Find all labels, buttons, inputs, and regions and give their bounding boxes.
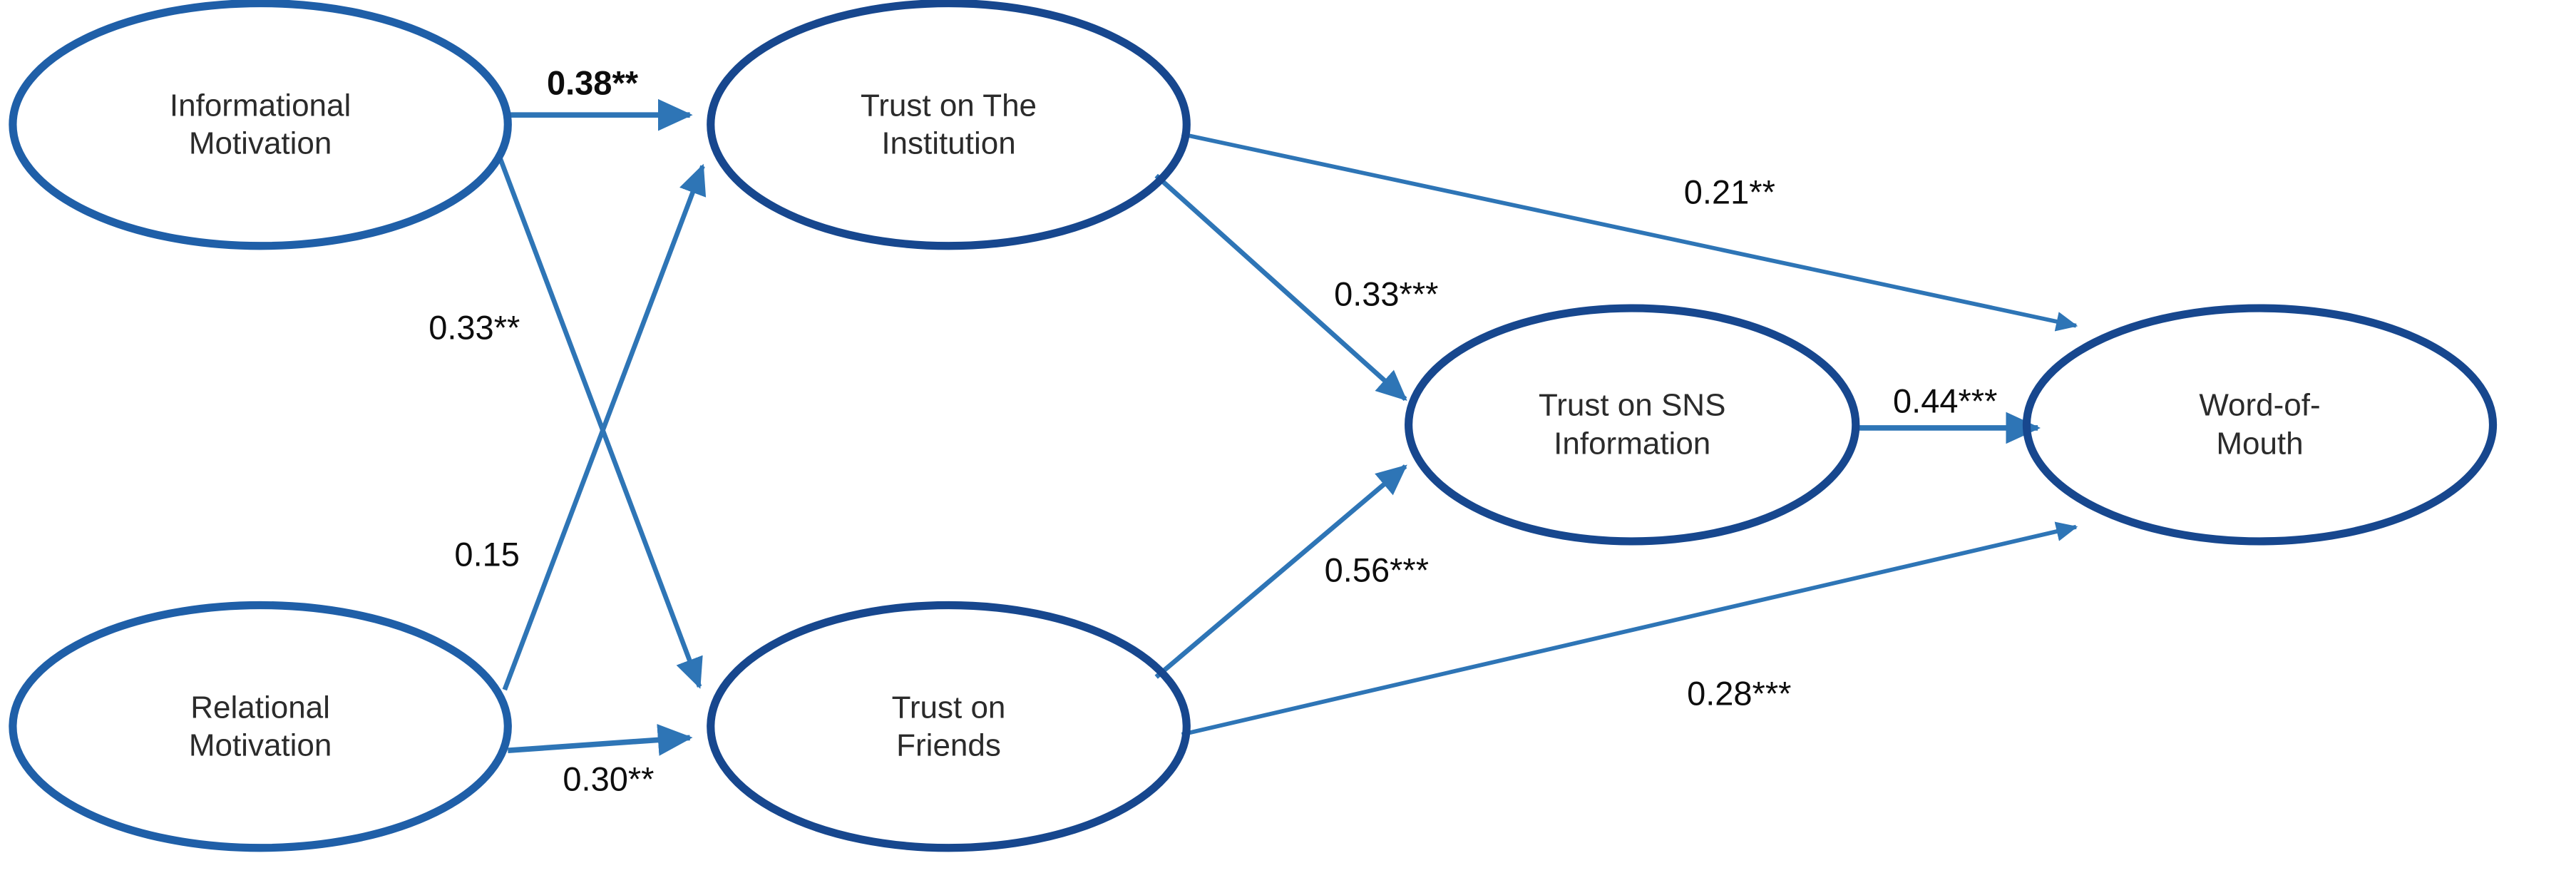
node-trust-on-the-institution[interactable] <box>707 0 1191 250</box>
node-relational-motivation[interactable] <box>9 601 512 852</box>
edges-layer <box>496 98 2078 756</box>
edge-friends-to-sns <box>1154 464 1407 679</box>
edge-institution-to-wom <box>1181 132 2078 332</box>
edge-im-to-friends <box>496 152 703 689</box>
edge-friends-to-wom <box>1181 521 2078 737</box>
edge-rm-to-friends <box>508 724 693 756</box>
node-word-of-mouth[interactable] <box>2022 304 2498 546</box>
node-trust-on-sns-information[interactable] <box>1405 304 1860 546</box>
node-trust-on-friends[interactable] <box>707 601 1191 852</box>
edge-rm-to-institution <box>502 163 707 691</box>
edge-institution-to-sns <box>1154 173 1407 402</box>
nodes-layer <box>9 0 2498 852</box>
node-informational-motivation[interactable] <box>9 0 512 250</box>
